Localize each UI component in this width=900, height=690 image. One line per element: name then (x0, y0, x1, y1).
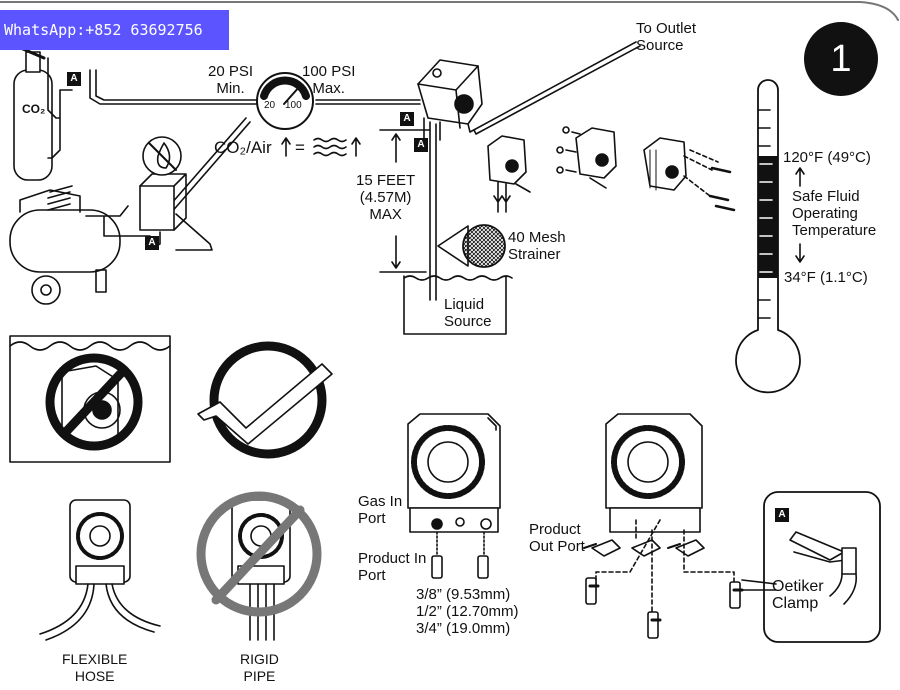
flexible-hose-pump-icon (39, 499, 161, 641)
gauge-max-label: 100 PSI Max. (302, 63, 356, 97)
rigid-pipe-pump-icon (196, 491, 322, 641)
oetiker-clamp-label: Oetiker Clamp (772, 578, 824, 612)
suction-tube (429, 121, 437, 301)
no-flame-icon (142, 136, 182, 176)
co2-tank-label: CO₂ (22, 102, 46, 116)
size-3-4: 3/4” (19.0mm) (416, 620, 511, 637)
temp-high-label: 120°F (49°C) (783, 149, 871, 166)
temp-low-label: 34°F (1.1°C) (784, 269, 868, 286)
gas-legend-equals: = (295, 138, 305, 157)
size-1-2: 1/2” (12.70mm) (416, 603, 519, 620)
clamp-assembly-pump-icon (583, 413, 744, 639)
correct-check-icon (197, 341, 333, 459)
air-compressor-icon (9, 185, 151, 305)
gauge-min-label: 20 PSI Min. (208, 63, 254, 97)
pump-orientation-2-icon (556, 126, 617, 189)
step-number-badge: 1 (804, 22, 878, 96)
pressure-gauge-icon (256, 72, 314, 130)
rigid-pipe-label: RIGID PIPE (240, 651, 279, 684)
oetiker-clamp-inset (741, 491, 881, 643)
outlet-label: To Outlet Source (636, 20, 697, 54)
clamp-badge-1: A (67, 72, 81, 86)
frame-border (0, 1, 899, 21)
strainer-icon (437, 224, 506, 268)
product-out-port-label: Product Out Port (529, 521, 585, 555)
thermometer-icon (735, 79, 805, 394)
strainer-label: 40 Mesh Strainer (508, 229, 566, 263)
product-in-port-label: Product In Port (358, 550, 427, 584)
regulator-line (163, 117, 251, 215)
outlet-line (467, 41, 641, 135)
submerged-pump-wrong-icon (9, 335, 171, 463)
gas-legend-label: CO₂/Air (214, 138, 272, 157)
gas-in-port-label: Gas In Port (358, 493, 403, 527)
size-3-8: 3/8” (9.53mm) (416, 586, 511, 603)
gauge-high-mark: 100 (285, 100, 302, 111)
lift-label: 15 FEET (4.57M) MAX (356, 172, 416, 223)
clamp-badge-3: A (400, 112, 414, 126)
pump-orientation-1-icon (487, 135, 531, 213)
port-detail-pump-icon (407, 413, 501, 579)
flexible-hose-label: FLEXIBLE HOSE (62, 651, 128, 684)
whatsapp-watermark: WhatsApp:+852 63692756 (0, 10, 229, 50)
clamp-badge-2: A (145, 236, 159, 250)
gauge-low-mark: 20 (264, 100, 276, 111)
clamp-badge-5: A (775, 508, 789, 522)
co2-tank-icon (13, 44, 53, 181)
lift-dimension (379, 129, 431, 273)
liquid-source-label: Liquid Source (444, 296, 492, 330)
temp-range-label: Safe Fluid Operating Temperature (792, 188, 877, 239)
pump-main-icon (417, 59, 483, 141)
gas-line (47, 57, 421, 159)
gas-bubbles-icon (281, 137, 361, 157)
liquid-source-container (403, 275, 513, 335)
clamp-badge-4: A (414, 138, 428, 152)
pump-orientation-3-icon (643, 137, 736, 212)
